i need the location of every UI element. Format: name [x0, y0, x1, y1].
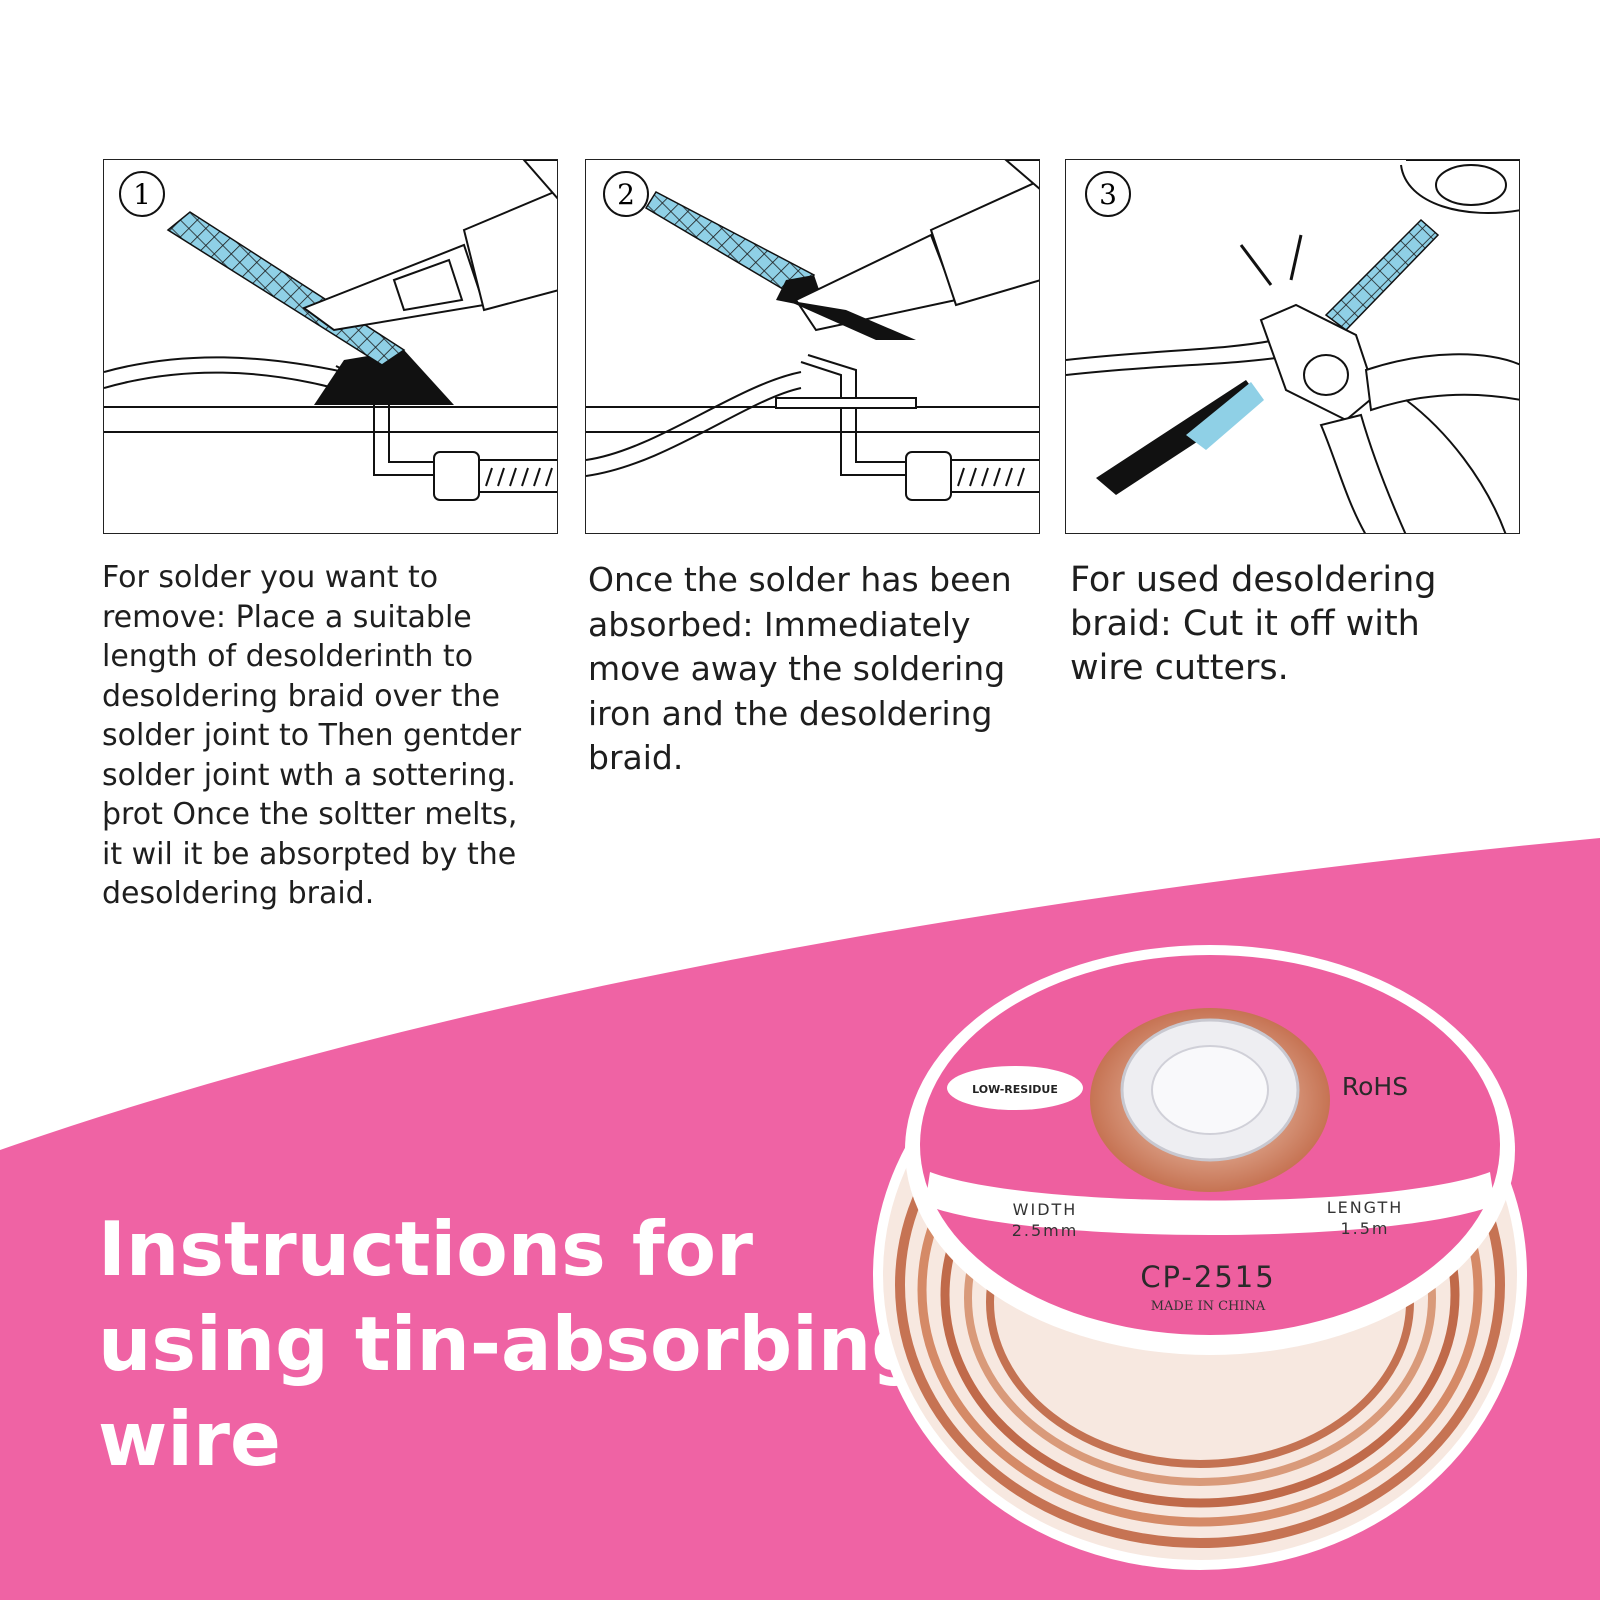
headline-line: using tin-absorbing: [98, 1300, 925, 1388]
step-1-illustration: 1: [103, 159, 558, 534]
length-label: LENGTH: [1327, 1198, 1404, 1217]
step-3-caption: For used desoldering braid: Cut it off w…: [1070, 558, 1510, 690]
step-2-caption: Once the solder has been absorbed: Immed…: [588, 558, 1028, 781]
caption-line: solder joint to Then gentder: [102, 718, 522, 753]
low-residue-badge: LOW-RESIDUE: [972, 1083, 1058, 1096]
caption-line: remove: Place a suitable: [102, 599, 472, 635]
caption-line: iron and the desoldering: [588, 693, 993, 733]
step-2-number: 2: [617, 178, 635, 211]
rohs-label: RoHS: [1342, 1072, 1408, 1101]
caption-line: desoldering braid.: [102, 876, 375, 911]
step-number-circle: [603, 171, 649, 217]
caption-line: move away the soldering: [588, 649, 1006, 688]
caption-line: wire cutters.: [1070, 648, 1289, 688]
step-number-circle: [1085, 171, 1131, 217]
desoldering-wick-spool: LOW-RESIDUE RoHS WIDTH 2.5mm LENGTH 1.5m…: [873, 945, 1527, 1570]
caption-line: it wil it be absorpted by the: [102, 836, 517, 872]
headline-line: Instructions for: [98, 1205, 754, 1293]
step-1-number: 1: [133, 178, 151, 211]
caption-line: braid: Cut it off with: [1070, 604, 1420, 644]
width-label: WIDTH: [1013, 1200, 1078, 1219]
length-value: 1.5m: [1340, 1219, 1389, 1238]
width-value: 2.5mm: [1012, 1221, 1079, 1240]
caption-line: length of desolderinth to: [102, 639, 474, 674]
caption-line: For solder you want to: [102, 560, 439, 595]
headline: Instructions for using tin-absorbing wir…: [98, 1202, 925, 1487]
step-3-illustration: 3: [1065, 159, 1520, 534]
caption-line: desoldering braid over the: [102, 678, 500, 714]
caption-line: solder joint wth a sottering.: [102, 757, 517, 793]
caption-line: Once the solder has been: [588, 560, 1012, 599]
step-2-illustration: 2: [585, 159, 1040, 534]
caption-line: For used desoldering: [1070, 560, 1437, 600]
model-number: CP-2515: [1140, 1260, 1275, 1294]
headline-line: wire: [98, 1395, 281, 1483]
caption-line: absorbed: Immediately: [588, 604, 971, 644]
origin-label: MADE IN CHINA: [1151, 1299, 1266, 1314]
step-number-circle: [119, 171, 165, 217]
caption-line: þrot Once the soltter melts,: [102, 797, 518, 832]
step-3-number: 3: [1099, 178, 1117, 211]
caption-line: braid.: [588, 738, 684, 777]
step-1-caption: For solder you want to remove: Place a s…: [102, 558, 552, 914]
